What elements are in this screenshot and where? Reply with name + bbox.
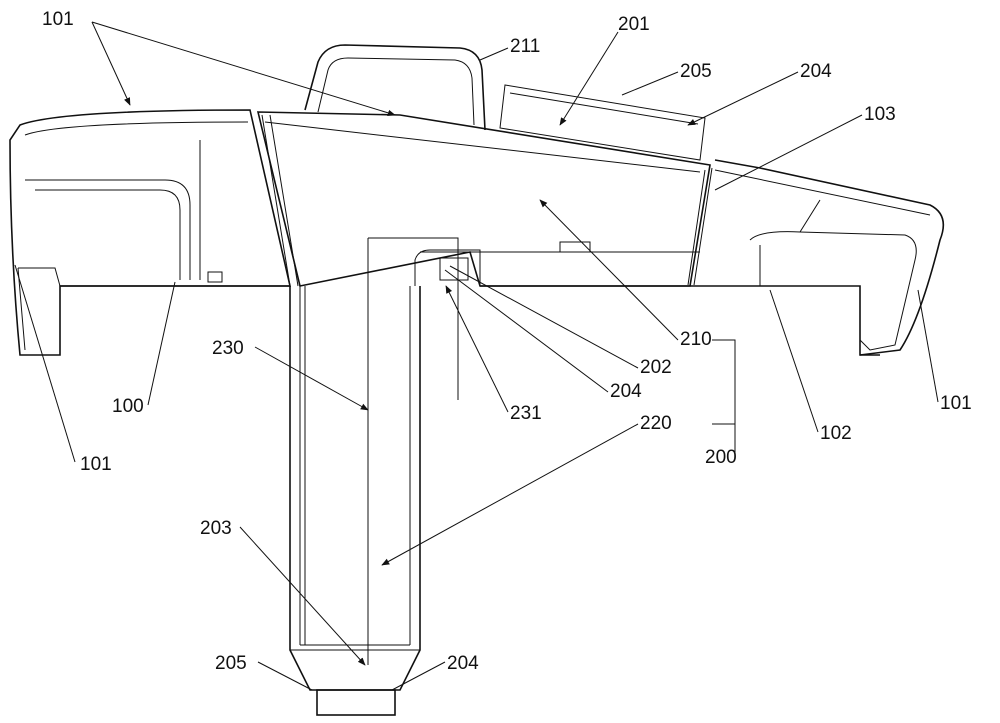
- label-205-bottom: 205: [215, 653, 247, 674]
- label-204-mid: 204: [610, 381, 642, 402]
- left-housing: [10, 110, 290, 355]
- label-101-top: 101: [42, 9, 74, 30]
- label-102: 102: [820, 423, 852, 444]
- label-202: 202: [640, 357, 672, 378]
- label-204-top: 204: [800, 61, 832, 82]
- label-204-bottom: 204: [447, 653, 479, 674]
- label-231: 231: [510, 403, 542, 424]
- label-200: 200: [705, 447, 737, 468]
- top-module: [500, 85, 705, 160]
- label-201: 201: [618, 14, 650, 35]
- label-101-right: 101: [940, 393, 972, 414]
- reference-labels: 101 211 201 205 204 103 100 101 230 210 …: [42, 9, 972, 674]
- label-100: 100: [112, 396, 144, 417]
- label-210: 210: [680, 329, 712, 350]
- leader-lines: [15, 22, 938, 690]
- label-205-top: 205: [680, 61, 712, 82]
- base-plate: [60, 286, 880, 355]
- middle-housing: [258, 112, 712, 286]
- tube: [290, 238, 480, 715]
- handle: [305, 45, 485, 130]
- label-211: 211: [510, 36, 540, 57]
- right-housing: [715, 160, 943, 355]
- label-230: 230: [212, 338, 244, 359]
- label-203: 203: [200, 518, 232, 539]
- label-220: 220: [640, 413, 672, 434]
- label-101-left: 101: [80, 454, 112, 475]
- label-103: 103: [864, 104, 896, 125]
